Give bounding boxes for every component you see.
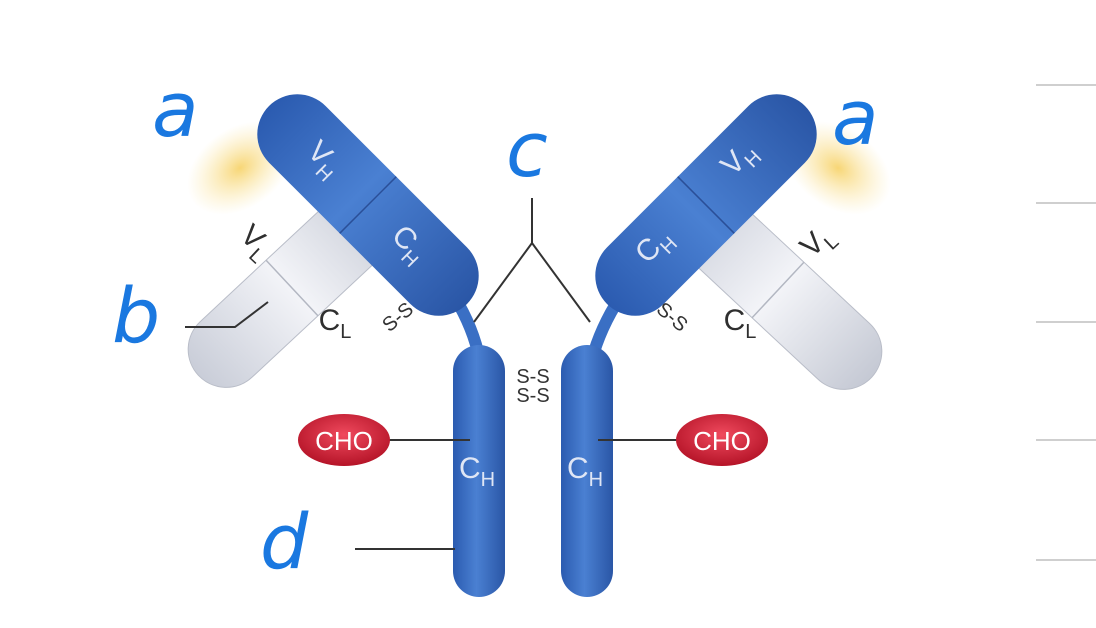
ruled-lines — [1036, 84, 1096, 561]
svg-text:CL: CL — [724, 304, 757, 343]
cl-left-label: CL — [319, 304, 352, 343]
hand-label-c: c — [506, 105, 548, 194]
ss-center-bottom: S-S — [516, 385, 549, 407]
hand-label-a-right: a — [832, 73, 879, 162]
pointer-b — [185, 301, 269, 328]
cl-right-label: CL — [724, 304, 757, 343]
hand-label-d: d — [260, 497, 309, 586]
svg-text:CH: CH — [567, 452, 603, 491]
svg-text:CH: CH — [459, 452, 495, 491]
pointer-c — [473, 198, 533, 323]
heavy-stem-left — [453, 345, 505, 597]
cho-left-label: CHO — [315, 426, 373, 456]
heavy-arm-right — [595, 94, 817, 316]
ss-center-top: S-S — [516, 366, 549, 388]
heavy-arm-left — [257, 94, 479, 316]
cho-right — [676, 414, 768, 466]
handwritten-labels: a a b c d — [112, 65, 879, 586]
heavy-stem-right — [561, 345, 613, 597]
ch-stem-left-label: CH — [459, 452, 495, 491]
svg-text:CL: CL — [319, 304, 352, 343]
ch-stem-right-label: CH — [567, 452, 603, 491]
cho-left — [298, 414, 390, 466]
cho-right-label: CHO — [693, 426, 751, 456]
hand-label-b: b — [112, 271, 160, 360]
pointer-lines — [185, 198, 591, 550]
hand-label-a-left: a — [152, 65, 199, 154]
